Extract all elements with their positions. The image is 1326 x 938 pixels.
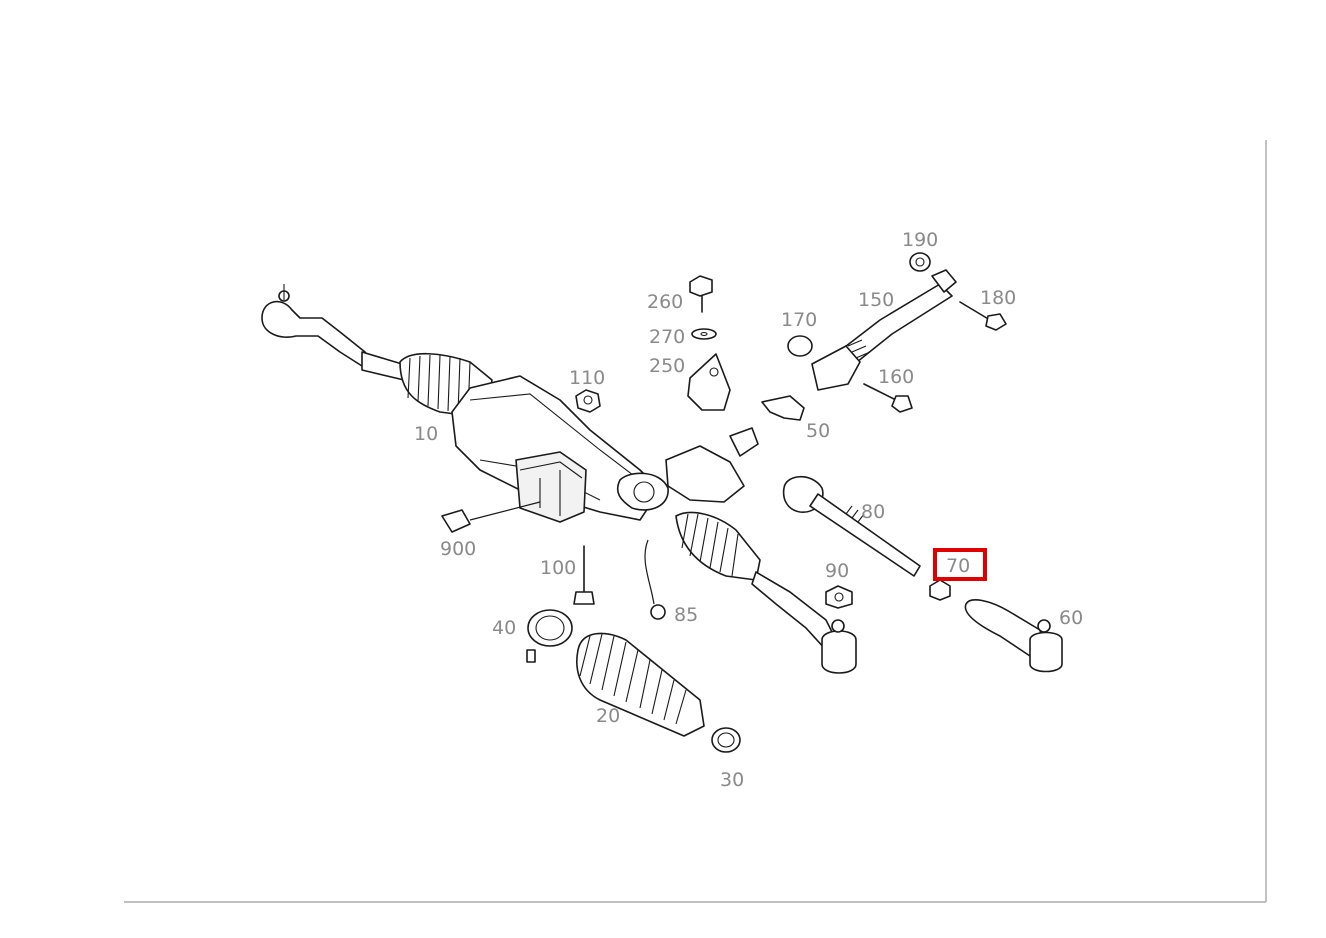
shaft-150[interactable] [811,269,957,391]
callout-100[interactable]: 100 [540,557,576,579]
clamp-40[interactable] [526,609,573,663]
callout-20[interactable]: 20 [596,705,620,727]
clamp-30[interactable] [711,727,741,753]
highlight-box-70 [933,548,987,581]
connector-900[interactable] [441,501,541,533]
tie-rod-80[interactable] [782,475,921,577]
callout-85[interactable]: 85 [674,604,698,626]
bolt-160[interactable] [863,383,913,413]
nut-90[interactable] [825,585,853,609]
callout-50[interactable]: 50 [806,420,830,442]
steering-gear-assembly[interactable] [261,284,857,674]
washer-270[interactable] [691,328,717,340]
callout-60[interactable]: 60 [1059,607,1083,629]
nut-110[interactable] [575,389,601,413]
washer-190[interactable] [909,252,931,272]
bushing-170[interactable] [787,335,813,357]
bolt-100[interactable] [573,545,595,605]
bellow-20[interactable] [576,632,705,737]
tie-rod-end-60[interactable] [964,599,1063,673]
clip-50[interactable] [761,395,805,421]
callout-40[interactable]: 40 [492,617,516,639]
callout-70[interactable]: 70 [946,555,970,577]
callout-190[interactable]: 190 [902,229,938,251]
bolt-260[interactable] [689,275,713,313]
frame [124,140,1267,903]
callout-270[interactable]: 270 [649,326,685,348]
bracket-250[interactable] [687,353,731,411]
callout-110[interactable]: 110 [569,367,605,389]
nut-70[interactable] [929,579,951,601]
callout-260[interactable]: 260 [647,291,683,313]
callout-30[interactable]: 30 [720,769,744,791]
callout-170[interactable]: 170 [781,309,817,331]
callout-80[interactable]: 80 [861,501,885,523]
callout-10[interactable]: 10 [414,423,438,445]
callout-90[interactable]: 90 [825,560,849,582]
callout-150[interactable]: 150 [858,289,894,311]
bolt-180[interactable] [959,301,1007,331]
callout-160[interactable]: 160 [878,366,914,388]
callout-180[interactable]: 180 [980,287,1016,309]
sensor-85[interactable] [644,539,666,620]
callout-labels: 10 20 30 40 50 60 70 80 85 90 100 110 15… [414,229,1083,791]
callout-900[interactable]: 900 [440,538,476,560]
callout-250[interactable]: 250 [649,355,685,377]
